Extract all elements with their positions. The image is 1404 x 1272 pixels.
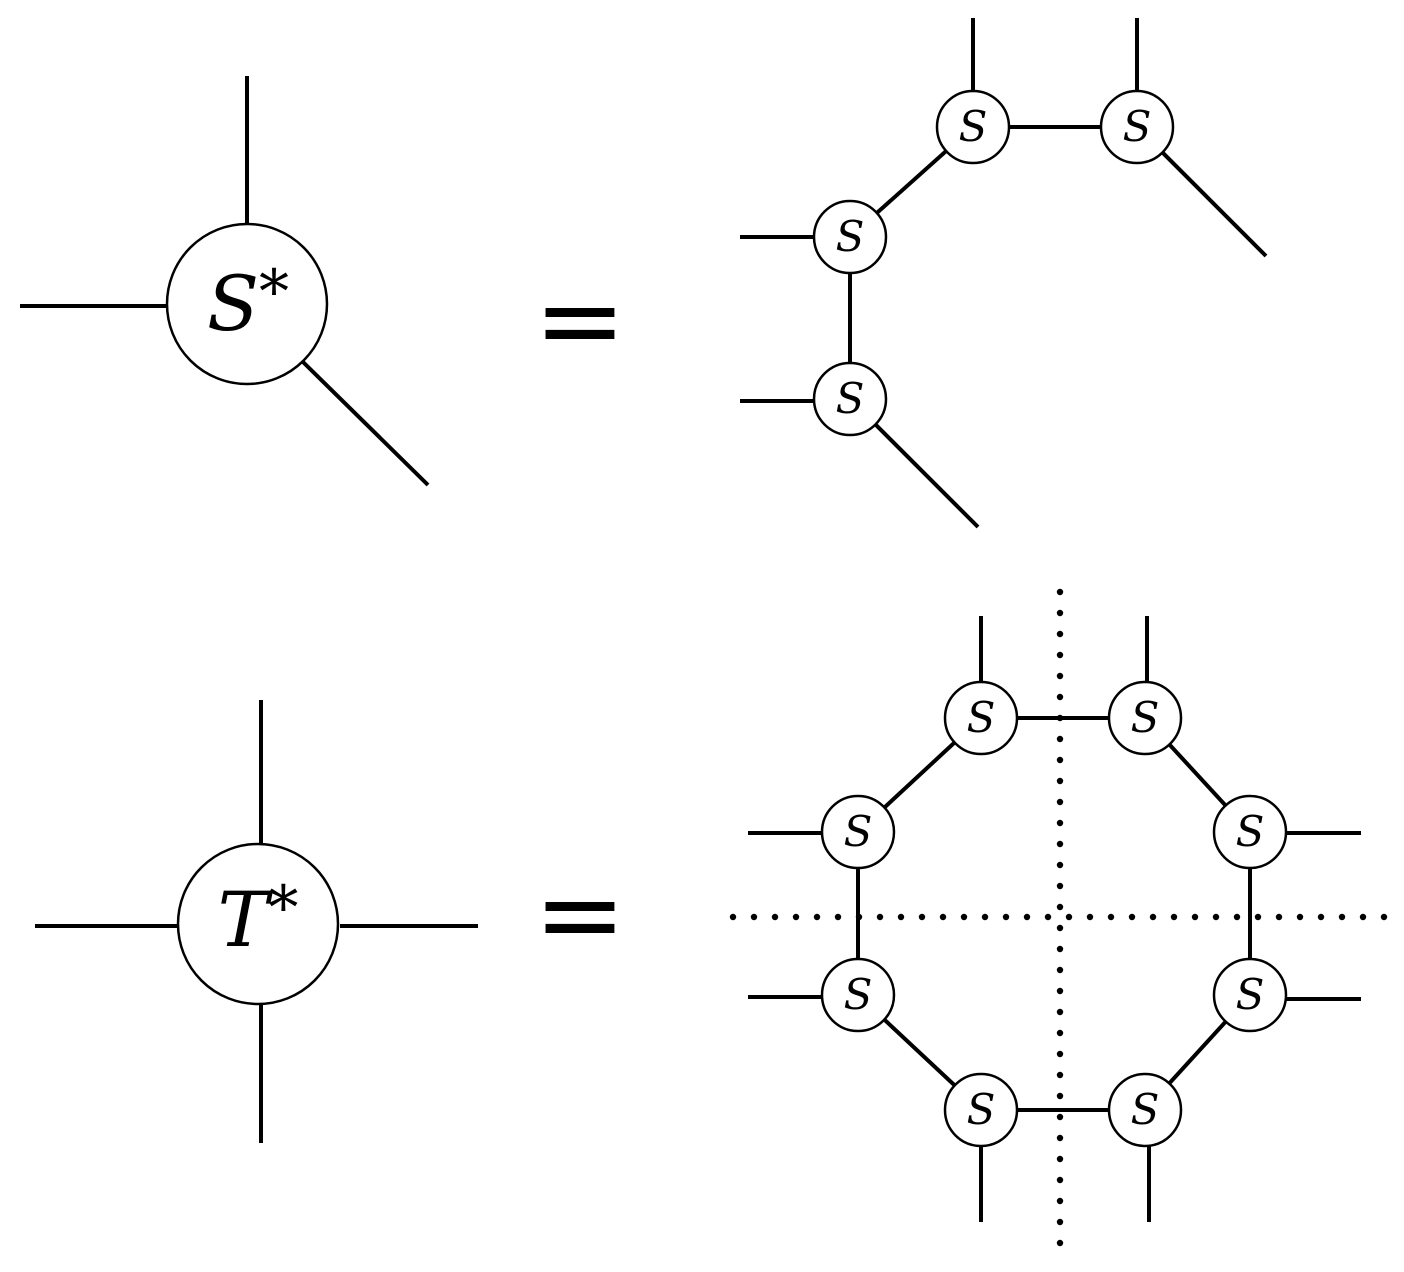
svg-text:S: S [844, 807, 873, 856]
cut-dot [1056, 1197, 1064, 1205]
svg-text:S: S [836, 212, 865, 261]
cut-dot [1056, 693, 1064, 701]
cut-dot [918, 913, 926, 921]
svg-text:S: S [844, 970, 873, 1019]
dotted-cut-lines [729, 588, 1388, 1247]
cut-dot [1002, 913, 1010, 921]
cut-dot [1056, 630, 1064, 638]
cut-dot [1056, 672, 1064, 680]
cut-dot [1233, 913, 1241, 921]
cut-dot [1056, 609, 1064, 617]
cut-dot [729, 913, 737, 921]
cut-dot [1128, 913, 1136, 921]
cut-dot [1149, 913, 1157, 921]
cut-dot [1359, 913, 1367, 921]
t-star-label: T* [218, 873, 299, 964]
equals-sign-2: = [534, 850, 626, 978]
svg-text:S: S [967, 693, 996, 742]
cut-dot [1056, 882, 1064, 890]
cut-dot [1056, 1029, 1064, 1037]
s-node: S [943, 680, 1019, 756]
cut-dot [792, 913, 800, 921]
cut-dot [1086, 913, 1094, 921]
s-octagon-network: S S S S S S S S [748, 616, 1361, 1222]
svg-text:S: S [836, 374, 865, 423]
svg-text:S: S [1236, 970, 1265, 1019]
cut-dot [1056, 1218, 1064, 1226]
cut-dot [834, 913, 842, 921]
cut-dot [1056, 1134, 1064, 1142]
cut-dot [1212, 913, 1220, 921]
s-star-node [165, 222, 329, 386]
s-star-tensor: S* [20, 76, 430, 487]
cut-dot [939, 913, 947, 921]
cut-dot [1056, 756, 1064, 764]
s-node: S [1099, 89, 1175, 165]
cut-dot [897, 913, 905, 921]
cut-dot [1056, 651, 1064, 659]
equals-sign-1: = [534, 256, 626, 384]
svg-text:S: S [1131, 693, 1160, 742]
cut-dot [1170, 913, 1178, 921]
cut-dot [876, 913, 884, 921]
cut-dot [1338, 913, 1346, 921]
svg-text:S: S [959, 102, 988, 151]
s-node: S [820, 794, 896, 870]
t-star-tensor: T* [35, 700, 478, 1143]
cut-dot [1056, 588, 1064, 596]
s-node: S [935, 89, 1011, 165]
cut-dot [1056, 1155, 1064, 1163]
cut-dot [1056, 1092, 1064, 1100]
s-node: S [1107, 680, 1183, 756]
cut-dot [1056, 1071, 1064, 1079]
cut-dot [1056, 966, 1064, 974]
svg-text:S: S [967, 1085, 996, 1134]
cut-dot [1065, 913, 1073, 921]
t-star-node [176, 842, 340, 1006]
cut-dot [1056, 798, 1064, 806]
svg-text:S: S [1236, 807, 1265, 856]
cut-dot [1056, 777, 1064, 785]
s-node: S [1107, 1072, 1183, 1148]
cut-dot [1056, 945, 1064, 953]
cut-dot [1056, 1113, 1064, 1121]
cut-dot [1056, 861, 1064, 869]
cut-dot [750, 913, 758, 921]
s-node: S [812, 199, 888, 275]
cut-dot [1056, 819, 1064, 827]
cut-dot [771, 913, 779, 921]
cut-dot [960, 913, 968, 921]
cut-dot [1056, 735, 1064, 743]
cut-dot [1380, 913, 1388, 921]
cut-dot [981, 913, 989, 921]
svg-text:S: S [1123, 102, 1152, 151]
cut-dot [1056, 1176, 1064, 1184]
cut-dot [1044, 913, 1052, 921]
cut-dot [1275, 913, 1283, 921]
s-node: S [943, 1072, 1019, 1148]
cut-dot [1056, 924, 1064, 932]
s-node: S [1212, 794, 1288, 870]
s-node: S [1212, 957, 1288, 1033]
svg-text:S: S [1131, 1085, 1160, 1134]
cut-dot [1056, 903, 1064, 911]
cut-dot [1056, 987, 1064, 995]
cut-dot [813, 913, 821, 921]
cut-dot [1056, 840, 1064, 848]
cut-dot [1296, 913, 1304, 921]
s-node: S [812, 361, 888, 437]
cut-dot [1191, 913, 1199, 921]
s-star-leg-diagonal [301, 360, 430, 487]
cut-dot [1317, 913, 1325, 921]
cut-dot [1056, 1008, 1064, 1016]
cut-dot [1023, 913, 1031, 921]
cut-dot [1254, 913, 1262, 921]
cut-dot [1056, 1050, 1064, 1058]
s-node: S [820, 957, 896, 1033]
cut-dot [1056, 1239, 1064, 1247]
cut-dot [1107, 913, 1115, 921]
s-chain-network: S S S S [740, 18, 1268, 529]
s-star-label: S* [207, 257, 289, 348]
